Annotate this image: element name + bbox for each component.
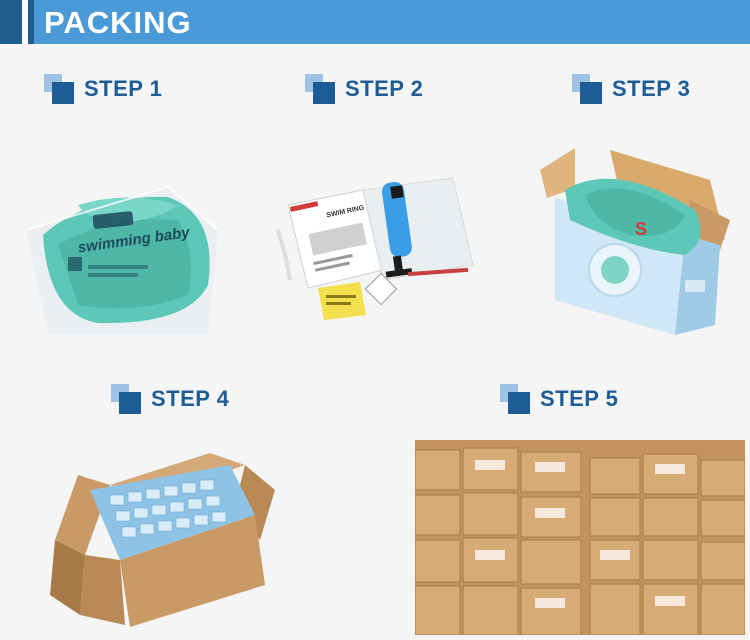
square-icon: [44, 74, 74, 104]
header-banner: PACKING: [0, 0, 750, 44]
step-5-text: STEP 5: [540, 386, 619, 411]
header-accent-bar-2: [28, 0, 34, 44]
header-gap: [22, 0, 28, 44]
square-icon: [572, 74, 602, 104]
step-2-photo-manual-and-pump: SWIM RING: [276, 177, 474, 320]
step-1-text: STEP 1: [84, 76, 163, 101]
square-icon: [305, 74, 335, 104]
step-2-text: STEP 2: [345, 76, 424, 101]
step-3-label: STEP 3: [572, 74, 690, 104]
step-4-text: STEP 4: [151, 386, 230, 411]
box-logo-s: S: [635, 219, 647, 239]
step-4-label: STEP 4: [111, 384, 229, 414]
step-5-label: STEP 5: [500, 384, 618, 414]
square-icon: [111, 384, 141, 414]
step-1-photo-bagged-swim-ring: swimming baby: [25, 185, 219, 335]
square-icon: [500, 384, 530, 414]
header-accent-bar: [0, 0, 22, 44]
page-title: PACKING: [44, 5, 192, 40]
step-1-label: STEP 1: [44, 74, 162, 104]
step-3-text: STEP 3: [612, 76, 691, 101]
step-4-photo-carton-of-boxes: [50, 453, 275, 627]
step-2-label: STEP 2: [305, 74, 423, 104]
step-3-photo-product-box: S: [540, 148, 730, 335]
step-5-photo-stacked-cartons: [415, 440, 745, 635]
